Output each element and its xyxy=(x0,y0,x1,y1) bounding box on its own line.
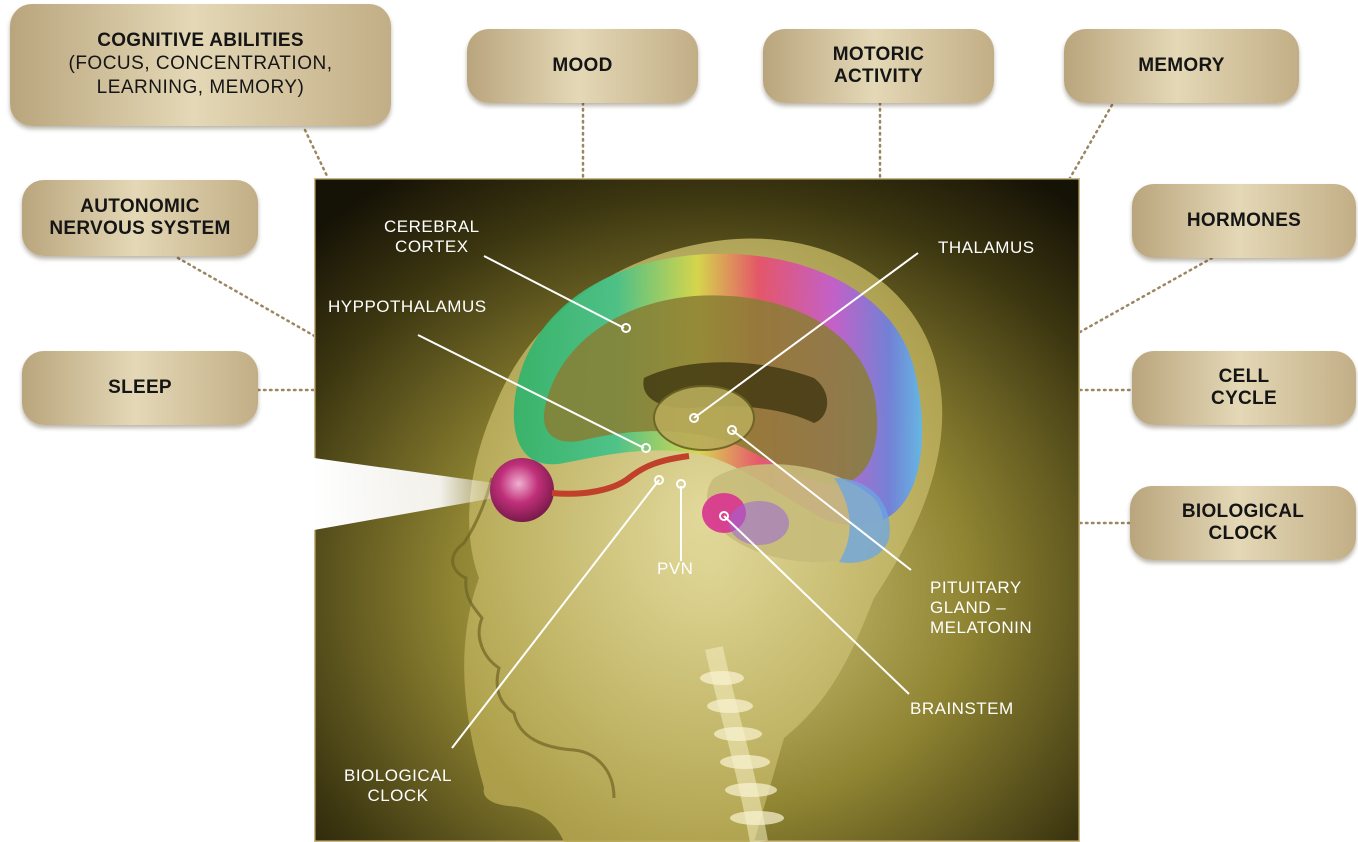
box-biological-clock: BIOLOGICAL CLOCK xyxy=(1130,486,1356,560)
memory-label: MEMORY xyxy=(1138,55,1225,77)
box-hormones: HORMONES xyxy=(1132,184,1356,258)
hormones-label: HORMONES xyxy=(1187,210,1301,232)
label-pvn: PVN xyxy=(657,559,693,579)
box-motoric-activity: MOTORIC ACTIVITY xyxy=(763,29,994,103)
box-memory: MEMORY xyxy=(1064,29,1299,103)
connector-memory xyxy=(1070,105,1112,178)
motoric-label: MOTORIC ACTIVITY xyxy=(833,44,924,88)
cell-cycle-label: CELL CYCLE xyxy=(1211,366,1277,410)
biological-clock-label: BIOLOGICAL CLOCK xyxy=(1182,501,1304,545)
box-cell-cycle: CELL CYCLE xyxy=(1132,351,1356,425)
cognitive-title: COGNITIVE ABILITIES xyxy=(97,30,304,52)
sleep-label: SLEEP xyxy=(108,377,172,399)
connector-hormones xyxy=(1080,258,1212,332)
connector-autonomic xyxy=(178,258,318,338)
box-mood: MOOD xyxy=(467,29,698,103)
box-autonomic-nervous-system: AUTONOMIC NERVOUS SYSTEM xyxy=(22,180,258,256)
box-sleep: SLEEP xyxy=(22,351,258,425)
autonomic-label: AUTONOMIC NERVOUS SYSTEM xyxy=(49,196,230,240)
label-hypothalamus: HYPPOTHALAMUS xyxy=(328,297,487,317)
box-cognitive-abilities: COGNITIVE ABILITIES (FOCUS, CONCENTRATIO… xyxy=(10,4,391,126)
label-brainstem: BRAINSTEM xyxy=(910,699,1014,719)
mood-label: MOOD xyxy=(552,55,612,77)
label-biological-clock: BIOLOGICAL CLOCK xyxy=(344,766,452,806)
label-cerebral-cortex: CEREBRAL CORTEX xyxy=(384,217,480,257)
cognitive-subtitle: (FOCUS, CONCENTRATION, LEARNING, MEMORY) xyxy=(69,52,333,100)
label-pituitary: PITUITARY GLAND – MELATONIN xyxy=(930,578,1032,638)
connector-cognitive xyxy=(305,130,328,178)
label-thalamus: THALAMUS xyxy=(938,238,1035,258)
brain-panel xyxy=(314,178,1080,842)
